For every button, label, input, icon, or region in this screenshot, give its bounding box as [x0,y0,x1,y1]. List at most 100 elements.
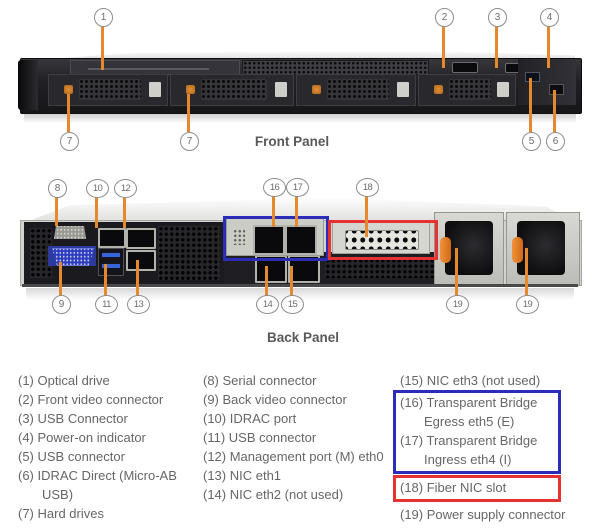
leader-line-7b [187,94,190,132]
back-usb-ports [98,248,124,276]
front-chassis-top [35,50,575,60]
leader-line-1 [101,26,104,70]
leader-line-8 [55,196,58,226]
callout-circle-19a: 19 [446,295,469,314]
front-video-connector [452,62,478,73]
leader-line-19a [455,248,458,296]
callout-circle-3: 3 [488,8,507,27]
management-port-eth0 [126,228,156,249]
callout-circle-2: 2 [435,8,454,27]
callout-circle-7b: 7 [180,132,199,151]
idrac-port [98,228,126,248]
leader-line-9 [59,262,62,296]
leader-line-15 [290,266,293,296]
legend-item-1: (1) Optical drive [18,373,110,388]
leader-line-18 [365,195,368,237]
callout-circle-10: 10 [86,179,109,198]
callout-circle-19b: 19 [516,295,539,314]
power-supply-2 [506,212,580,286]
drive-latch-4 [434,85,443,94]
drive-perforation [327,79,389,100]
power-supply-connector-1 [445,221,493,275]
callout-circle-12: 12 [114,179,137,198]
psu-latch [440,237,451,263]
legend-item-19: (19) Power supply connector [400,507,566,522]
leader-line-5 [529,78,532,132]
fiber-nic-module [332,222,430,254]
callout-circle-5: 5 [522,132,541,151]
legend-item-12: (12) Management port (M) eth0 [203,449,384,464]
psu-latch [512,237,523,263]
back-vent-grille [158,226,220,280]
leader-line-17 [295,195,298,227]
leader-line-19b [525,248,528,296]
leader-line-4 [547,26,550,68]
back-panel-label: Back Panel [266,330,340,345]
callout-circle-6: 6 [546,132,565,151]
bridge-ingress-eth4-port [285,225,317,255]
callout-circle-1: 1 [94,8,113,27]
legend-item-17: (17) Transparent Bridge Ingress eth4 (I) [400,433,538,467]
legend-item-3: (3) USB Connector [18,411,128,426]
optical-drive [70,60,240,75]
callout-circle-7a: 7 [60,132,79,151]
drive-label-chip [149,82,161,97]
legend-column-3: (15) NIC eth3 (not used) (16) Transparen… [393,371,585,524]
leader-line-6 [553,90,556,132]
leader-line-11 [104,264,107,296]
idrac-direct-micro-usb [549,84,564,95]
callout-circle-8: 8 [48,179,67,198]
callout-circle-11: 11 [95,295,118,314]
front-panel-image [18,50,582,123]
legend-column-2: (8) Serial connector (9) Back video conn… [203,371,395,504]
callout-circle-14: 14 [256,295,279,314]
legend-blue-box: (16) Transparent Bridge Egress eth5 (E) … [393,390,561,474]
drive-label-chip [275,82,287,97]
callout-circle-13: 13 [127,295,150,314]
drive-label-chip [397,82,409,97]
legend-item-5: (5) USB connector [18,449,125,464]
leader-line-12 [123,196,126,228]
front-vent-grille [242,60,429,75]
legend-item-16: (16) Transparent Bridge Egress eth5 (E) [400,395,538,429]
drive-latch-2 [186,85,195,94]
leader-line-7a [67,94,70,132]
module-dots [233,229,245,245]
legend-item-8: (8) Serial connector [203,373,317,388]
legend-item-13: (13) NIC eth1 [203,468,282,483]
front-reflection [24,113,576,123]
drive-perforation [449,79,491,100]
leader-line-16 [272,195,275,227]
back-vent-grille [325,258,450,278]
usb-tab [102,264,120,268]
serial-connector [54,226,86,239]
front-usb-port-5 [525,72,540,82]
drive-perforation [201,79,267,100]
drive-label-chip [497,82,509,97]
usb-tab [102,253,120,257]
callout-circle-15: 15 [281,295,304,314]
drive-perforation [79,79,141,100]
legend-red-box: (18) Fiber NIC slot [393,475,561,502]
bridge-ports-highlight-box [223,216,329,261]
legend-item-4: (4) Power-on indicator [18,430,146,445]
drive-bay-1 [48,74,168,106]
drive-latch-3 [312,85,321,94]
legend-item-6: (6) IDRAC Direct (Micro-AB USB) [18,468,177,502]
leader-line-3 [495,26,498,68]
back-vent-grille [30,228,52,278]
legend-item-9: (9) Back video connector [203,392,347,407]
legend-item-10: (10) IDRAC port [203,411,297,426]
leader-line-13 [136,260,139,296]
back-io-area [24,222,224,284]
leader-line-2 [442,26,445,68]
fiber-nic-highlight-box [328,220,438,260]
legend-item-14: (14) NIC eth2 (not used) [203,487,344,502]
drive-bay-2 [170,74,294,106]
callout-circle-9: 9 [52,295,71,314]
legend-item-7: (7) Hard drives [18,506,104,521]
leader-line-14 [265,266,268,296]
legend-item-15: (15) NIC eth3 (not used) [400,373,541,388]
back-panel-image [20,198,582,300]
power-supply-1 [434,212,504,286]
